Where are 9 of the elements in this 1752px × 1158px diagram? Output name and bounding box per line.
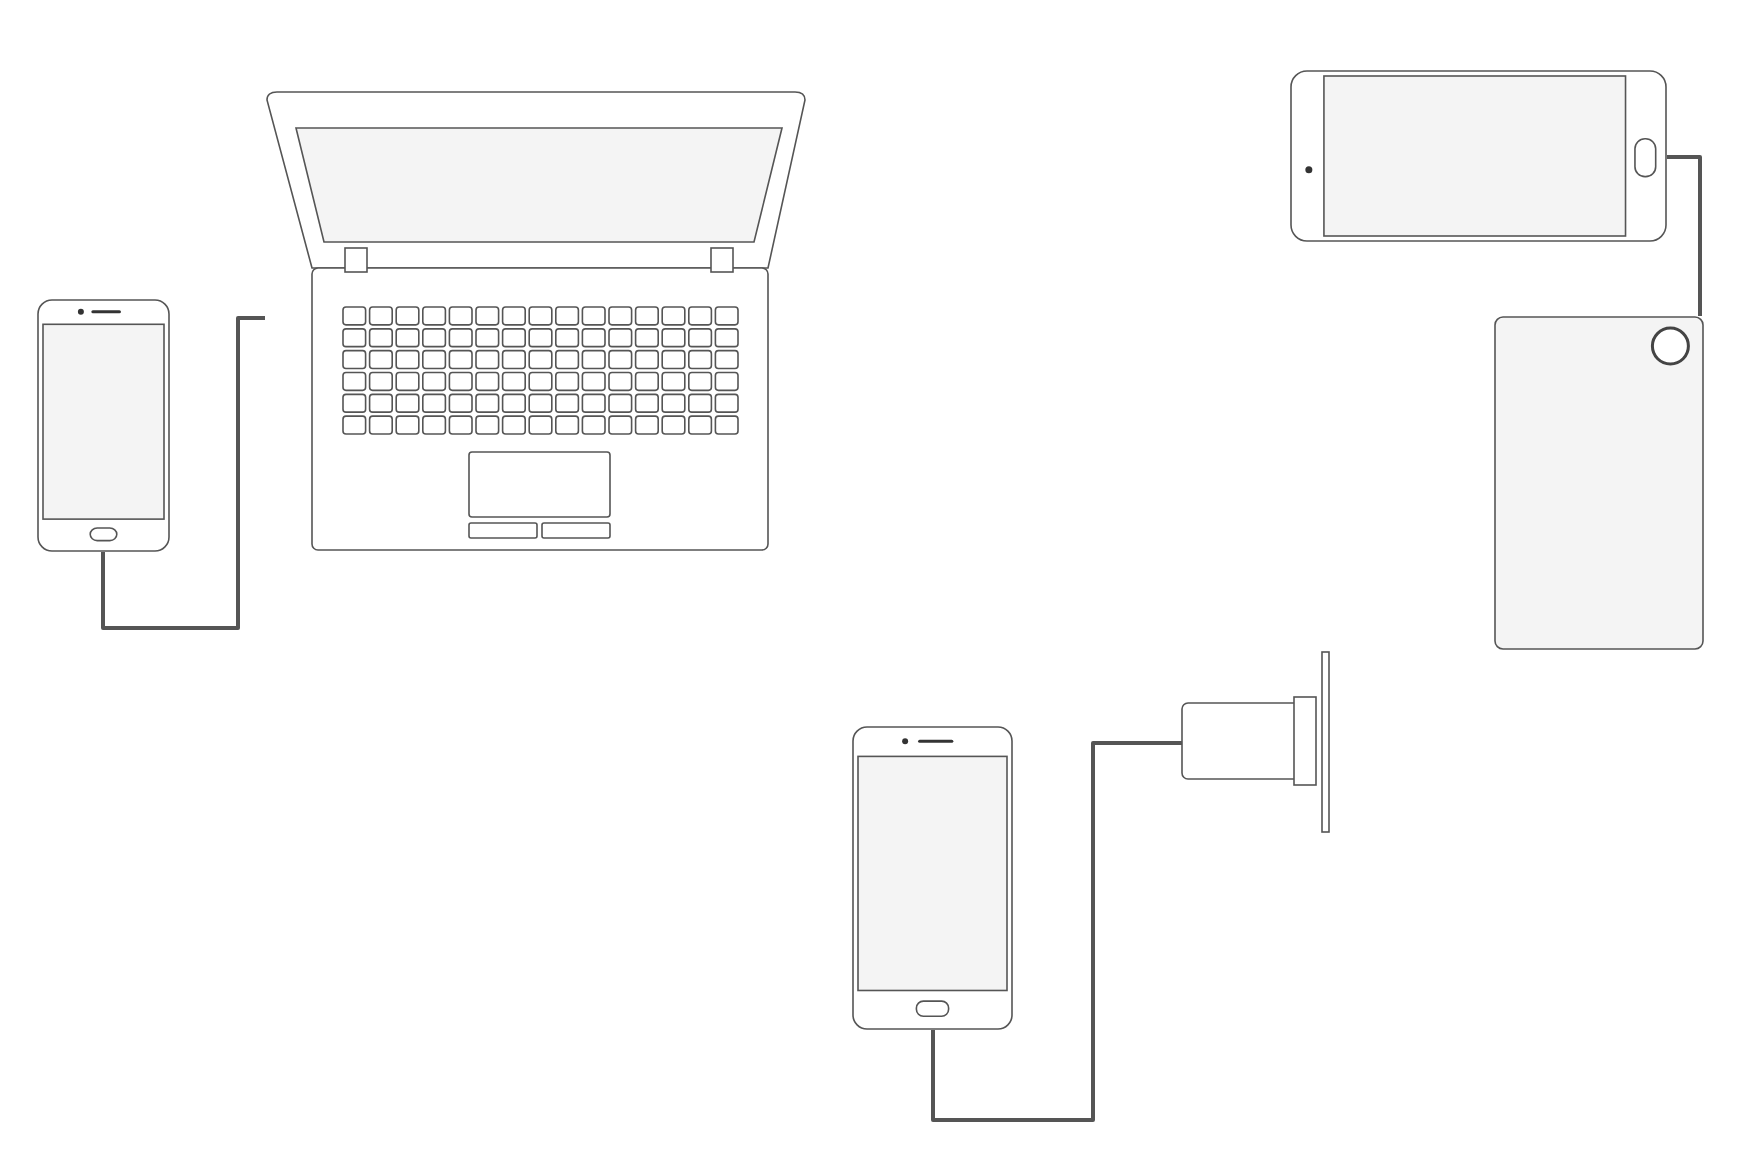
smartphone-drawing [852,726,1013,1030]
smartphone-drawing [1290,70,1667,242]
laptop-drawing [265,92,807,550]
charging-cable [101,316,265,630]
charging-cable [1667,155,1702,316]
charging-cable [931,741,1182,1122]
power-bank-drawing [1494,316,1704,650]
smartphone-drawing [37,299,170,552]
wall-charger-drawing [1182,651,1330,833]
